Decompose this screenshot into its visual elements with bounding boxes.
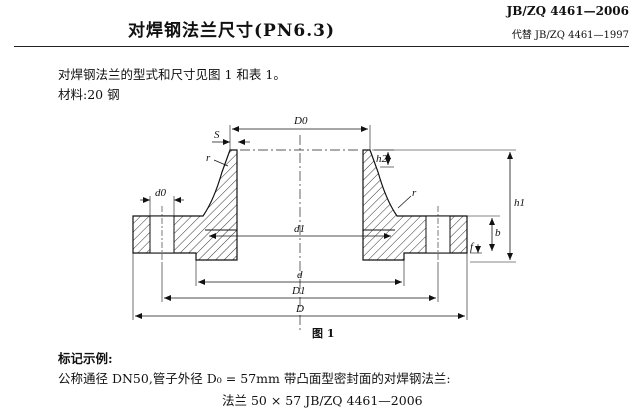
label-d1: d1 — [294, 223, 305, 235]
intro-line-1: 对焊钢法兰的型式和尺寸见图 1 和表 1。 — [58, 67, 286, 82]
label-b: b — [495, 227, 501, 239]
intro-line-2: 材料:20 钢 — [58, 87, 120, 102]
document-title: 对焊钢法兰尺寸(PN6.3) — [128, 21, 335, 41]
label-D0: D0 — [293, 115, 308, 127]
standard-number: JB/ZQ 4461—2006 — [506, 4, 629, 18]
replaces-standard: 代替 JB/ZQ 4461—1997 — [511, 30, 629, 41]
label-d0: d0 — [155, 187, 167, 199]
marking-heading: 标记示例: — [58, 351, 113, 366]
leader-r-side — [397, 195, 412, 209]
label-r-top: r — [206, 152, 211, 164]
marking-description: 公称通径 DN50,管子外径 D₀ = 57mm 带凸面型密封面的对焊钢法兰: — [58, 371, 451, 386]
label-S: S — [214, 129, 220, 141]
leader-r-top — [213, 159, 229, 167]
label-D1: D1 — [291, 285, 305, 297]
label-h2: h2 — [376, 153, 388, 165]
marking-example: 法兰 50 × 57 JB/ZQ 4461—2006 — [222, 393, 423, 408]
label-r-side: r — [412, 187, 417, 199]
label-f: f — [470, 241, 475, 253]
label-D: D — [295, 303, 304, 315]
label-d: d — [297, 269, 303, 281]
figure-caption: 图 1 — [312, 327, 335, 340]
section-left — [132, 149, 238, 261]
label-h1: h1 — [514, 197, 525, 209]
section-right — [362, 149, 468, 261]
header-rule — [14, 46, 629, 47]
